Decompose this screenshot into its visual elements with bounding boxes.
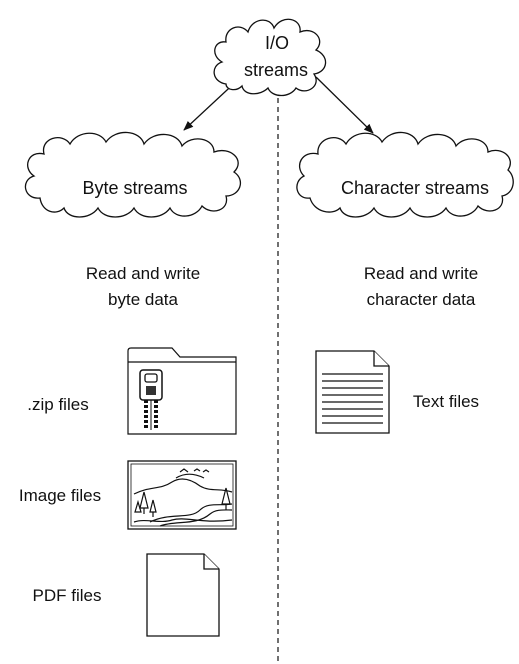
io-streams-title-line2: streams	[244, 60, 308, 80]
text-files-label: Text files	[413, 392, 479, 411]
zip-files-label: .zip files	[27, 395, 88, 414]
byte-streams-desc-line2: byte data	[108, 290, 178, 309]
character-streams-desc-line2: character data	[367, 290, 476, 309]
character-streams-cloud: Character streams	[296, 131, 514, 218]
cloud-shape	[296, 131, 514, 218]
character-streams-title: Character streams	[341, 178, 489, 198]
byte-streams-cloud: Byte streams	[24, 131, 242, 218]
image-file-icon	[127, 460, 237, 530]
cloud-shape	[213, 18, 327, 97]
byte-streams-desc-line1: Read and write	[86, 264, 200, 283]
io-streams-title-line1: I/O	[265, 33, 289, 53]
text-file-icon	[315, 350, 390, 434]
io-streams-cloud: I/O streams	[213, 18, 327, 97]
cloud-shape	[24, 131, 242, 218]
pdf-file-icon	[146, 553, 220, 637]
pdf-files-label: PDF files	[33, 586, 102, 605]
image-files-label: Image files	[19, 486, 101, 505]
character-streams-desc-line1: Read and write	[364, 264, 478, 283]
zip-folder-icon	[127, 347, 237, 435]
arrow-to-character-streams	[315, 76, 374, 134]
byte-streams-title: Byte streams	[82, 178, 187, 198]
